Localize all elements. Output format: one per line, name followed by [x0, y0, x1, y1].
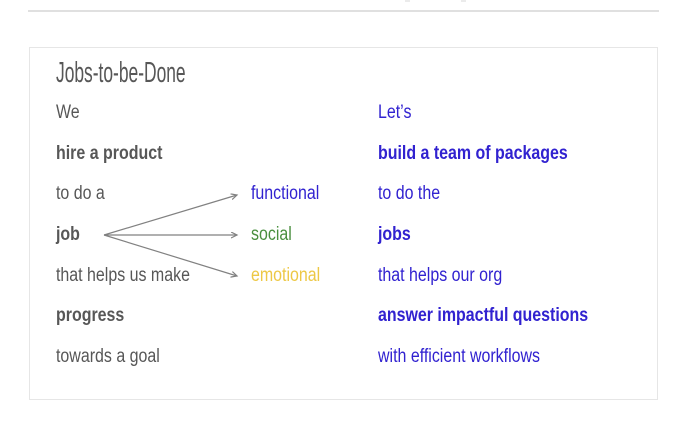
right-row-text: to do the [378, 183, 441, 205]
left-row: that helps us make [56, 255, 215, 296]
right-column: Let’s build a team of packages to do the… [378, 93, 628, 377]
right-row: to do the [378, 174, 628, 215]
left-row-text: progress [56, 305, 125, 327]
job-dimension-emotional: emotional [251, 264, 321, 286]
right-row-text: Let’s [378, 102, 412, 124]
left-row-text: that helps us make [56, 264, 190, 286]
left-row: job [56, 215, 215, 256]
cropped-text-artifact [461, 0, 466, 2]
left-row: progress [56, 296, 215, 337]
right-row: jobs [378, 215, 628, 256]
cropped-text-artifact [405, 0, 410, 2]
right-row-text: with efficient workflows [378, 345, 541, 367]
left-row: to do a [56, 174, 215, 215]
right-row-text: answer impactful questions [378, 305, 589, 327]
left-row: We [56, 93, 215, 134]
left-row-text: to do a [56, 183, 105, 205]
spacer-row [251, 134, 333, 175]
job-dimension-row: social [251, 215, 333, 256]
job-dimension-row: functional [251, 174, 333, 215]
left-row: towards a goal [56, 337, 215, 378]
arrow-to-emotional [103, 234, 237, 276]
left-column: We hire a product to do a job that helps… [56, 93, 215, 377]
fan-arrows [103, 48, 657, 399]
arrow-to-functional [103, 195, 237, 236]
left-row-text: We [56, 102, 80, 124]
left-row: hire a product [56, 134, 215, 175]
slide-title: Jobs-to-be-Done [56, 57, 272, 89]
job-dimension-row: emotional [251, 255, 333, 296]
job-dimension-social: social [251, 224, 292, 246]
left-row-text: hire a product [56, 142, 163, 164]
spacer-row [251, 93, 333, 134]
left-row-text: towards a goal [56, 345, 160, 367]
right-row: Let’s [378, 93, 628, 134]
right-row: that helps our org [378, 255, 628, 296]
jobs-to-be-done-card: Jobs-to-be-Done We hire a product to do … [29, 47, 658, 400]
right-row-text: build a team of packages [378, 142, 568, 164]
top-divider-line [28, 10, 659, 12]
right-row: with efficient workflows [378, 337, 628, 378]
job-dimension-column: functional social emotional [251, 93, 333, 296]
right-row-text: that helps our org [378, 264, 503, 286]
slide-title-text: Jobs-to-be-Done [56, 57, 186, 89]
right-row-text: jobs [378, 224, 411, 246]
right-row: answer impactful questions [378, 296, 628, 337]
left-row-text: job [56, 224, 80, 246]
right-row: build a team of packages [378, 134, 628, 175]
job-dimension-functional: functional [251, 183, 320, 205]
